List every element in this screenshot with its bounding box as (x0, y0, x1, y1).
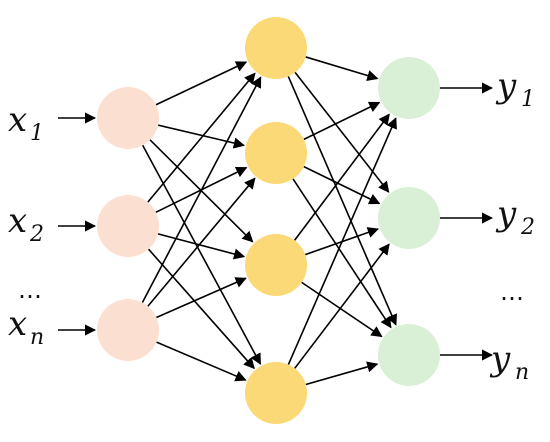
hidden-node-4 (245, 362, 307, 424)
edge-input2-hidden3 (157, 233, 246, 260)
input-node-2 (97, 195, 159, 257)
svg-text:x: x (8, 304, 27, 344)
connections (58, 56, 494, 386)
edge-input2-hidden4 (147, 248, 255, 370)
nodes (97, 17, 440, 424)
edge-hidden2-output2 (303, 165, 381, 205)
edge-input1-hidden1 (155, 61, 248, 106)
input-label-x2: x 2 (8, 201, 44, 247)
edge-input3-hidden4 (156, 341, 247, 382)
svg-text:y: y (495, 194, 517, 234)
svg-text:2: 2 (29, 222, 44, 247)
edge-hidden4-output3 (305, 361, 379, 386)
edge-hidden4-output1 (287, 117, 397, 365)
svg-text:1: 1 (30, 121, 44, 146)
svg-text:2: 2 (520, 215, 535, 240)
input-label-x1: x 1 (8, 100, 44, 146)
hidden-node-2 (245, 122, 307, 184)
output-ellipsis: … (500, 278, 524, 306)
svg-text:n: n (30, 325, 44, 350)
edge-hidden4-output2 (294, 243, 390, 369)
output-node-1 (378, 57, 440, 119)
edge-input3-hidden2 (147, 177, 256, 307)
edge-input3-hidden3 (156, 277, 247, 319)
input-ellipsis: … (18, 276, 42, 304)
edge-hidden1-output3 (287, 76, 398, 326)
input-node-3 (97, 299, 159, 361)
hidden-node-1 (245, 17, 307, 79)
edge-hidden2-output1 (303, 101, 381, 141)
output-label-y2: y 2 (495, 194, 535, 240)
edge-input1-hidden4 (141, 144, 262, 365)
edge-hidden3-output1 (293, 113, 390, 241)
hidden-node-3 (245, 234, 307, 296)
output-label-yn: y n (489, 339, 529, 385)
edge-input1-hidden2 (157, 124, 245, 149)
svg-text:n: n (515, 360, 529, 385)
input-label-xn: x n (8, 304, 44, 350)
output-node-3 (378, 324, 440, 386)
edge-hidden1-output2 (294, 71, 390, 193)
svg-text:y: y (495, 66, 517, 106)
edge-hidden3-output3 (301, 281, 383, 338)
output-node-2 (378, 187, 440, 249)
svg-text:y: y (489, 339, 511, 379)
output-label-y1: y 1 (495, 66, 535, 112)
svg-text:1: 1 (521, 87, 535, 112)
edge-hidden1-output1 (305, 56, 379, 81)
edge-hidden2-output3 (292, 178, 392, 329)
edge-input2-hidden1 (147, 72, 256, 203)
svg-text:x: x (8, 100, 27, 140)
input-node-1 (97, 87, 159, 149)
edge-input3-hidden1 (141, 76, 262, 303)
svg-text:x: x (8, 201, 27, 241)
